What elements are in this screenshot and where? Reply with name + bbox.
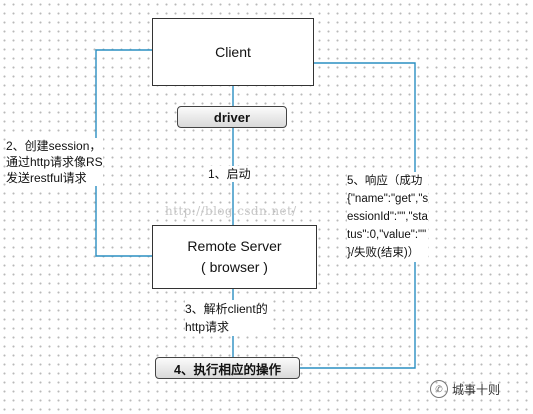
remote-server-label: Remote Server xyxy=(187,238,282,254)
start-label: 1、启动 xyxy=(208,166,251,182)
corner-watermark-text: 城事十则 xyxy=(452,382,501,397)
response-label: 5、响应（成功 {"name":"get","s essionId":"","s… xyxy=(347,172,429,262)
client-label: Client xyxy=(215,44,251,60)
corner-watermark: ✆ 城事十则 xyxy=(430,380,500,398)
connector-left-loop xyxy=(95,49,152,257)
operation-label: 4、执行相应的操作 xyxy=(174,362,281,377)
watermark-url: http://blog.csdn.net/ xyxy=(165,204,297,218)
create-session-label: 2、创建session， 通过http请求像RS 发送restful请求 xyxy=(6,138,103,186)
remote-server-box: Remote Server ( browser ) xyxy=(152,225,317,289)
operation-box: 4、执行相应的操作 xyxy=(155,357,300,379)
driver-label: driver xyxy=(213,109,251,125)
wechat-icon: ✆ xyxy=(430,380,448,398)
parse-request-label: 3、解析client的 http请求 xyxy=(185,300,268,336)
client-box: Client xyxy=(152,18,314,86)
driver-box: driver xyxy=(177,106,287,128)
remote-server-sublabel: ( browser ) xyxy=(201,259,268,275)
